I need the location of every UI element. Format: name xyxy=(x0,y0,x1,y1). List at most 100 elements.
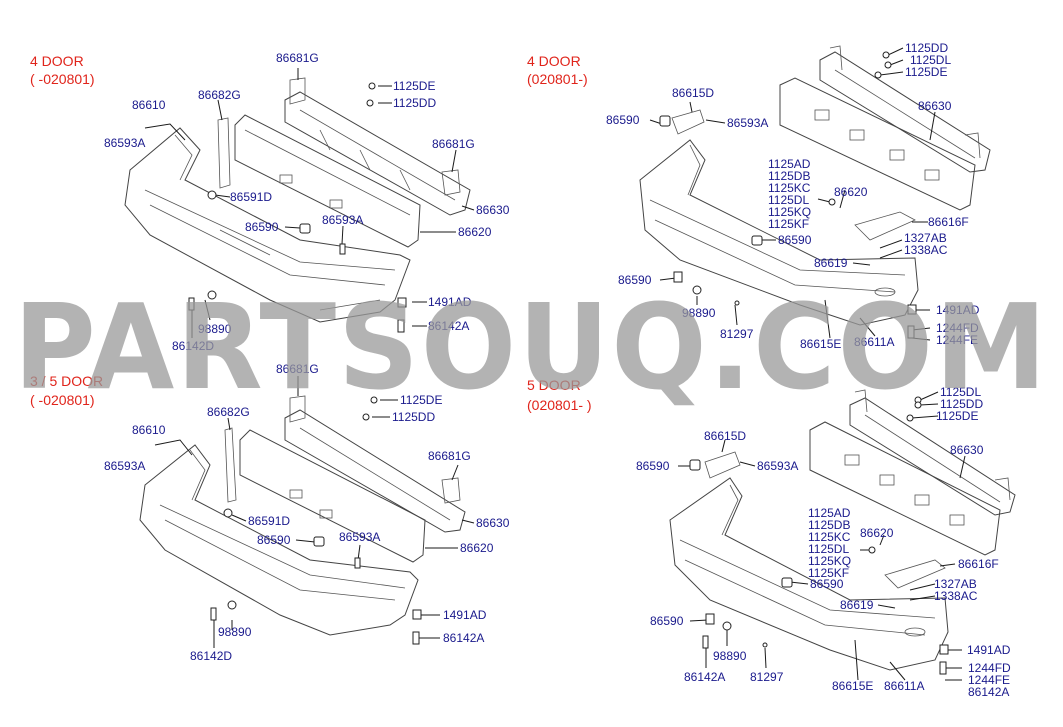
part-label[interactable]: 86620 xyxy=(460,541,494,555)
part-label[interactable]: 86615E xyxy=(800,337,841,351)
part-label[interactable]: 86681G xyxy=(276,51,319,65)
part-label[interactable]: 1244FE xyxy=(968,673,1010,687)
part-label[interactable]: 1338AC xyxy=(934,589,978,603)
part-label[interactable]: 86611A xyxy=(854,335,894,349)
part-label[interactable]: 86593A xyxy=(727,116,768,130)
part-label[interactable]: 1125DD xyxy=(393,96,436,110)
part-label[interactable]: 1125DL xyxy=(768,193,809,207)
part-label[interactable]: 86142A xyxy=(428,319,469,333)
part-label[interactable]: 86620 xyxy=(834,185,868,199)
part-label[interactable]: 86590 xyxy=(257,533,291,547)
part-label[interactable]: 1125DE xyxy=(393,79,435,93)
part-label[interactable]: 1491AD xyxy=(443,608,487,622)
part-label[interactable]: 1125KC xyxy=(768,181,811,195)
part-label[interactable]: 86590 xyxy=(618,273,652,287)
part-label[interactable]: 86620 xyxy=(860,526,894,540)
q1-drawing xyxy=(124,68,475,338)
part-label[interactable]: 81297 xyxy=(750,670,784,684)
q1-title-line1: 4 DOOR xyxy=(30,53,84,69)
part-label[interactable]: 86630 xyxy=(918,99,952,113)
part-label[interactable]: 1125DL xyxy=(940,385,981,399)
part-label[interactable]: 86615D xyxy=(704,429,746,443)
part-label[interactable]: 86630 xyxy=(950,443,984,457)
part-label[interactable]: 86619 xyxy=(840,598,874,612)
part-label[interactable]: 1125KF xyxy=(768,217,809,231)
part-label[interactable]: 1125AD xyxy=(808,506,851,520)
part-label[interactable]: 1327AB xyxy=(904,231,947,245)
part-label[interactable]: 86142D xyxy=(172,339,214,353)
part-label[interactable]: 86591D xyxy=(248,514,290,528)
part-label[interactable]: 86142D xyxy=(190,649,232,663)
part-label[interactable]: 98890 xyxy=(682,306,716,320)
part-label[interactable]: 1491AD xyxy=(967,643,1011,657)
part-label[interactable]: 98890 xyxy=(218,625,252,639)
watermark: PARTSOUQ.COM xyxy=(14,278,1049,416)
part-label[interactable]: 86682G xyxy=(207,405,250,419)
part-label[interactable]: 86593A xyxy=(757,459,798,473)
part-label[interactable]: 98890 xyxy=(198,322,232,336)
part-label[interactable]: 86681G xyxy=(428,449,471,463)
part-label[interactable]: 86611A xyxy=(884,679,924,693)
part-label[interactable]: 1125KQ xyxy=(808,554,851,568)
part-label[interactable]: 86630 xyxy=(476,203,510,217)
part-label[interactable]: 86593A xyxy=(322,213,363,227)
part-label[interactable]: 86590 xyxy=(606,113,640,127)
part-label[interactable]: 86142A xyxy=(968,685,1009,699)
part-label[interactable]: 1125DD xyxy=(392,410,435,424)
q2-drawing xyxy=(639,45,991,341)
part-label[interactable]: 1244FD xyxy=(936,321,979,335)
q4-title-line1: 5 DOOR xyxy=(527,377,581,393)
part-label[interactable]: 1491AD xyxy=(936,303,980,317)
part-label[interactable]: 86593A xyxy=(104,136,145,150)
part-label[interactable]: 86682G xyxy=(198,88,241,102)
part-label[interactable]: 1125AD xyxy=(768,157,811,171)
part-label[interactable]: 1125DE xyxy=(936,409,978,423)
part-label[interactable]: 1125DB xyxy=(808,518,850,532)
part-label[interactable]: 86590 xyxy=(245,220,279,234)
part-label[interactable]: 86590 xyxy=(650,614,684,628)
part-label[interactable]: 1125DD xyxy=(905,41,948,55)
q2-title-line2: (020801-) xyxy=(527,71,588,87)
part-label[interactable]: 1327AB xyxy=(934,577,977,591)
part-label[interactable]: 1491AD xyxy=(428,295,472,309)
part-label[interactable]: 86593A xyxy=(104,459,145,473)
part-label[interactable]: 86619 xyxy=(814,256,848,270)
part-label[interactable]: 1125KC xyxy=(808,530,851,544)
part-label[interactable]: 86616F xyxy=(928,215,969,229)
q1-part-labels: 86681G 1125DE 1125DD 86682G 86610 86593A… xyxy=(104,51,510,353)
part-label[interactable]: 1244FD xyxy=(968,661,1011,675)
part-label[interactable]: 1125DD xyxy=(940,397,983,411)
q3-title-line1: 3 / 5 DOOR xyxy=(30,373,103,389)
part-label[interactable]: 86142A xyxy=(684,670,725,684)
part-label[interactable]: 86630 xyxy=(476,516,510,530)
part-label[interactable]: 1125DL xyxy=(910,53,951,67)
section-titles: 4 DOOR ( -020801) 4 DOOR (020801-) 3 / 5… xyxy=(30,53,592,413)
part-label[interactable]: 1125KF xyxy=(808,566,849,580)
part-label[interactable]: 86615D xyxy=(672,86,714,100)
part-label[interactable]: 1125DB xyxy=(768,169,810,183)
part-label[interactable]: 86591D xyxy=(230,190,272,204)
part-label[interactable]: 86610 xyxy=(132,423,166,437)
part-label[interactable]: 81297 xyxy=(720,327,754,341)
part-label[interactable]: 86590 xyxy=(636,459,670,473)
part-label[interactable]: 1125DE xyxy=(905,65,947,79)
part-label[interactable]: 86681G xyxy=(276,362,319,376)
part-label[interactable]: 86610 xyxy=(132,98,166,112)
part-label[interactable]: 86593A xyxy=(339,530,380,544)
q3-part-labels: 86681G 1125DE 86682G 1125DD 86610 86593A… xyxy=(104,362,510,663)
part-label[interactable]: 86616F xyxy=(958,557,999,571)
part-label[interactable]: 1338AC xyxy=(904,243,948,257)
part-label[interactable]: 1125DE xyxy=(400,393,442,407)
q3-title-line2: ( -020801) xyxy=(30,392,95,408)
part-label[interactable]: 1125DL xyxy=(808,542,849,556)
part-label[interactable]: 86590 xyxy=(778,233,812,247)
part-label[interactable]: 98890 xyxy=(713,649,747,663)
part-label[interactable]: 86620 xyxy=(458,225,492,239)
part-label[interactable]: 86590 xyxy=(810,577,844,591)
part-label[interactable]: 1244FE xyxy=(936,333,978,347)
part-label[interactable]: 1125KQ xyxy=(768,205,811,219)
part-label[interactable]: 86142A xyxy=(443,631,484,645)
part-label[interactable]: 86615E xyxy=(832,679,873,693)
part-label[interactable]: 86681G xyxy=(432,137,475,151)
